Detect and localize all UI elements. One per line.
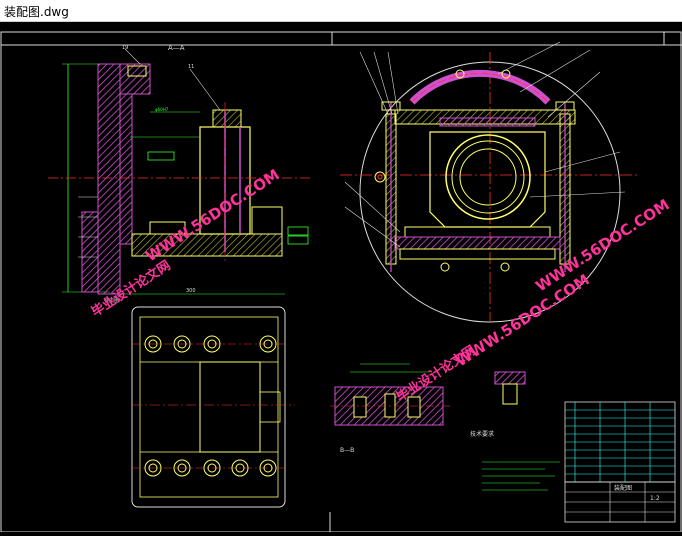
cad-drawing-canvas[interactable]: A—A 300 φ60H7 19 11 xyxy=(0,22,682,533)
front-view xyxy=(340,41,640,323)
title-block-scale: 1:2 xyxy=(650,495,660,502)
section-view-a-a: A—A 300 φ60H7 19 11 xyxy=(48,44,310,304)
watermarks: WWW.56DOC.COM 毕业设计论文网 WWW.56DOC.COM 毕业设计… xyxy=(88,166,672,406)
svg-text:19: 19 xyxy=(122,45,128,51)
file-tab-bar: 装配图.dwg xyxy=(0,0,682,22)
plan-view xyxy=(131,306,295,508)
title-block-name: 装配图 xyxy=(614,484,632,492)
file-tab-title[interactable]: 装配图.dwg xyxy=(4,5,69,19)
section-label-a-a: A—A xyxy=(168,44,185,52)
title-block: 装配图 1:2 xyxy=(564,401,676,523)
detail-view-b-b: B—B 技术要求 xyxy=(330,363,560,491)
view-direction-label: 视向图 xyxy=(104,297,119,304)
svg-text:φ60H7: φ60H7 xyxy=(155,107,169,112)
front-view-leaders xyxy=(344,41,626,248)
svg-text:300: 300 xyxy=(186,288,196,294)
plan-bolt-holes xyxy=(144,335,277,477)
drawing-svg: A—A 300 φ60H7 19 11 xyxy=(0,31,682,533)
section-label-b-b: B—B xyxy=(340,447,354,454)
tech-requirements-title: 技术要求 xyxy=(470,430,494,438)
tech-requirements-lines xyxy=(482,461,560,491)
svg-text:11: 11 xyxy=(188,64,194,70)
